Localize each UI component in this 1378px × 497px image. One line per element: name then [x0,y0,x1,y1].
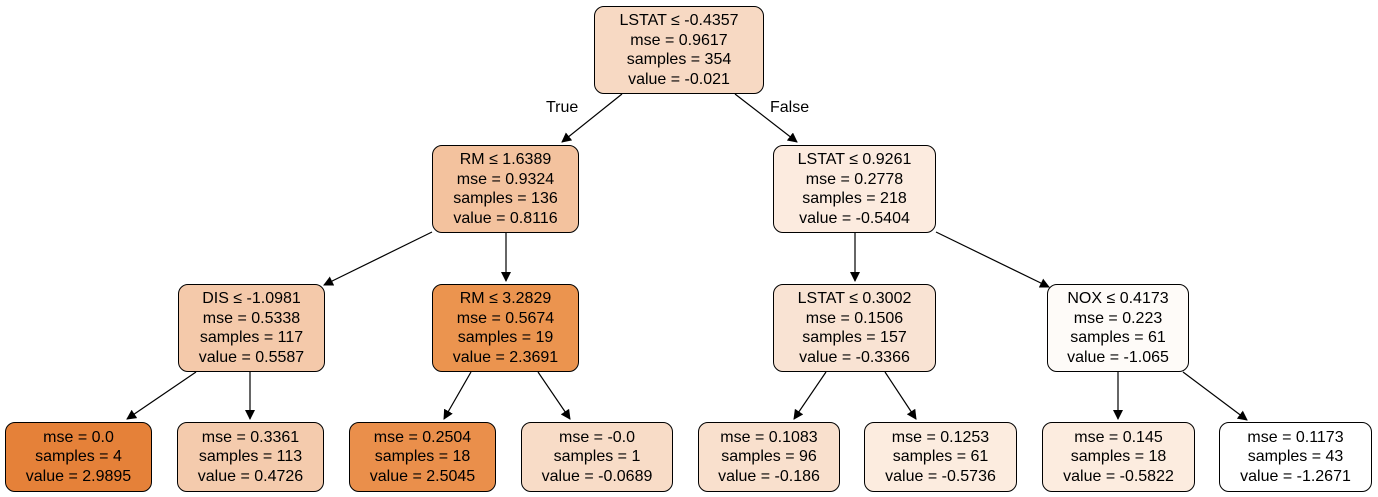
node-line: mse = 0.9617 [630,31,728,49]
node-line: samples = 157 [802,329,907,346]
node-line: samples = 18 [1070,448,1167,466]
node-line: value = -0.186 [718,467,820,485]
node-line: mse = 0.2778 [805,170,904,188]
node-line: samples = 96 [721,448,817,466]
node-line: mse = 0.1173 [1247,428,1344,446]
node-line: value = 2.9895 [25,467,132,485]
node-line: value = -0.0689 [541,467,653,485]
edge-n5-n11 [793,371,827,420]
node-line: mse = 0.145 [1074,428,1163,446]
edge-n0-n1 [561,93,623,143]
edge-n3-n7 [126,371,197,420]
node-line: samples = 1 [553,448,641,466]
true-branch-label: True [546,99,579,116]
node-line: value = -1.2671 [1240,467,1351,485]
node-line: value = -0.5736 [885,467,996,485]
node-line: mse = 0.1253 [891,428,990,446]
node-line: samples = 4 [35,448,122,466]
node-line: mse = 0.1506 [805,309,904,327]
node-line: LSTAT ≤ 0.9261 [797,151,912,168]
tree-node-n1: RM ≤ 1.6389 mse = 0.9324 samples = 136 valu… [432,145,579,233]
node-line: samples = 61 [892,448,989,466]
tree-node-n6: NOX ≤ 0.4173 mse = 0.223 samples = 61 value… [1047,284,1189,372]
node-line: value = 0.8116 [453,209,558,227]
edge-n4-n9 [443,371,472,420]
node-line: samples = 113 [198,448,303,466]
node-line: LSTAT ≤ -0.4357 [619,12,739,29]
node-line: mse = 0.1083 [720,428,818,446]
edge-n6-n14 [1182,371,1248,421]
edge-n4-n10 [537,371,571,420]
node-line: mse = 0.0 [43,428,114,446]
node-line: mse = 0.5674 [456,309,555,327]
tree-node-n4: RM ≤ 3.2829 mse = 0.5674 samples = 19 value… [432,284,579,372]
node-line: value = 2.3691 [452,348,559,366]
edge-n1-n3 [323,231,433,286]
node-line: mse = 0.223 [1073,309,1163,327]
node-line: value = -1.065 [1067,348,1169,366]
node-line: RM ≤ 1.6389 [459,151,552,168]
node-line: NOX ≤ 0.4173 [1067,290,1169,307]
edge-n0-n2 [734,93,798,143]
node-line: value = 2.5045 [369,467,476,485]
node-line: mse = 0.2504 [373,428,472,446]
edge-n5-n12 [884,371,917,420]
node-line: LSTAT ≤ 0.3002 [797,290,912,307]
edge-n2-n6 [935,231,1050,288]
node-line: samples = 61 [1070,329,1166,346]
node-line: value = 0.5587 [198,348,305,366]
node-line: mse = 0.9324 [456,170,555,188]
node-line: RM ≤ 3.2829 [459,290,552,307]
tree-node-n5: LSTAT ≤ 0.3002 mse = 0.1506 samples = 157 v… [773,284,936,372]
node-line: samples = 19 [457,329,554,346]
node-line: DIS ≤ -1.0981 [202,290,301,307]
node-line: samples = 354 [626,51,732,68]
node-line: value = -0.021 [628,70,730,88]
tree-node-n3: DIS ≤ -1.0981 mse = 0.5338 samples = 117 va… [178,284,325,372]
tree-node-n2: LSTAT ≤ 0.9261 mse = 0.2778 samples = 218 v… [773,145,936,233]
node-line: value = -0.5404 [799,209,910,227]
node-line: samples = 218 [802,190,907,207]
node-line: value = -0.3366 [799,348,910,366]
tree-node-n0: LSTAT ≤ -0.4357 mse = 0.9617 samples = 354… [594,6,764,94]
node-line: mse = 0.5338 [202,309,301,327]
node-line: samples = 117 [199,329,304,346]
node-line: samples = 43 [1247,448,1344,466]
node-line: mse = 0.3361 [201,428,300,446]
node-line: value = -0.5822 [1063,467,1174,485]
node-line: samples = 136 [453,190,558,207]
false-branch-label: False [770,99,810,116]
node-line: samples = 18 [374,448,471,466]
node-line: mse = -0.0 [558,428,636,446]
node-line: value = 0.4726 [197,467,304,485]
